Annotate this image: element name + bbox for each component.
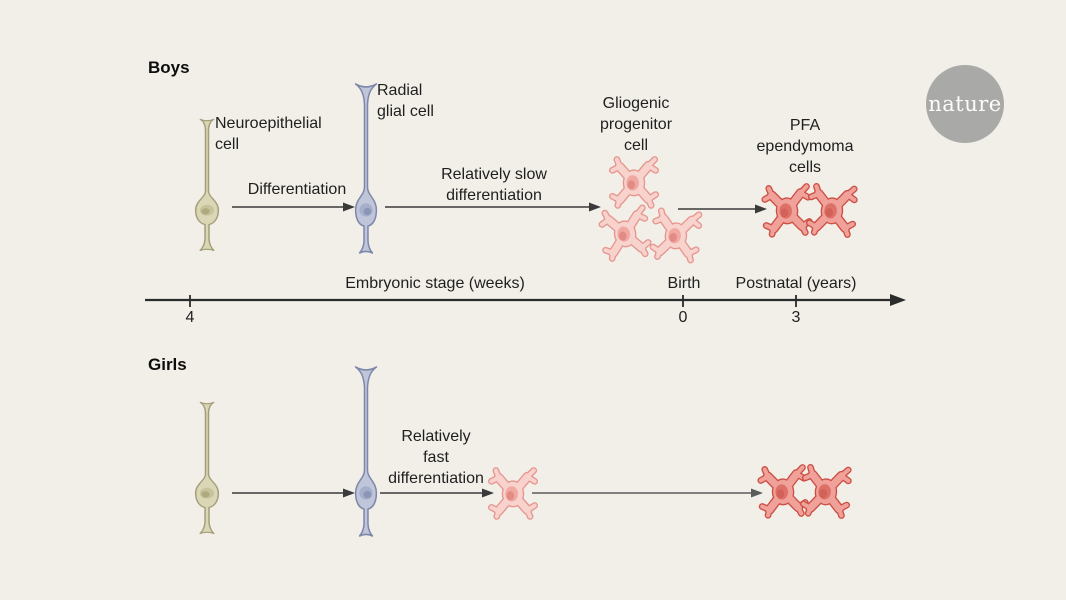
girls-title: Girls <box>148 355 187 374</box>
birth-label: Birth <box>667 275 701 292</box>
postnatal-label: Postnatal (years) <box>735 275 857 292</box>
tick-label-4: 4 <box>185 309 195 326</box>
neuroepithelial-label: Neuroepithelial cell <box>215 115 322 153</box>
nature-logo-text: nature <box>928 92 1002 116</box>
differentiation-label: Differentiation <box>247 181 347 198</box>
gliogenic-label: Gliogenic progenitor cell <box>599 95 673 154</box>
fast-differentiation-label: Relatively fast differentiation <box>388 428 484 487</box>
radial-glial-cell-girls <box>355 367 377 536</box>
embryonic-stage-label: Embryonic stage (weeks) <box>345 275 525 292</box>
nature-logo: nature <box>926 65 1004 143</box>
pfa-label: PFA ependymoma cells <box>756 117 854 176</box>
pfa-ependymoma-cell-girls-2 <box>802 467 850 516</box>
slow-differentiation-label: Relatively slow differentiation <box>441 166 547 204</box>
tick-label-3: 3 <box>791 309 801 326</box>
neuroepithelial-cell-girls <box>195 402 219 534</box>
gliogenic-progenitor-cell-3 <box>652 210 700 261</box>
tick-label-0: 0 <box>678 309 688 326</box>
gliogenic-progenitor-cell-1 <box>612 159 656 206</box>
gliogenic-progenitor-cell-girls <box>491 470 535 517</box>
boys-title: Boys <box>148 58 190 77</box>
radial-glial-label: Radial glial cell <box>377 82 434 120</box>
pfa-ependymoma-cell-boys-2 <box>808 186 856 235</box>
